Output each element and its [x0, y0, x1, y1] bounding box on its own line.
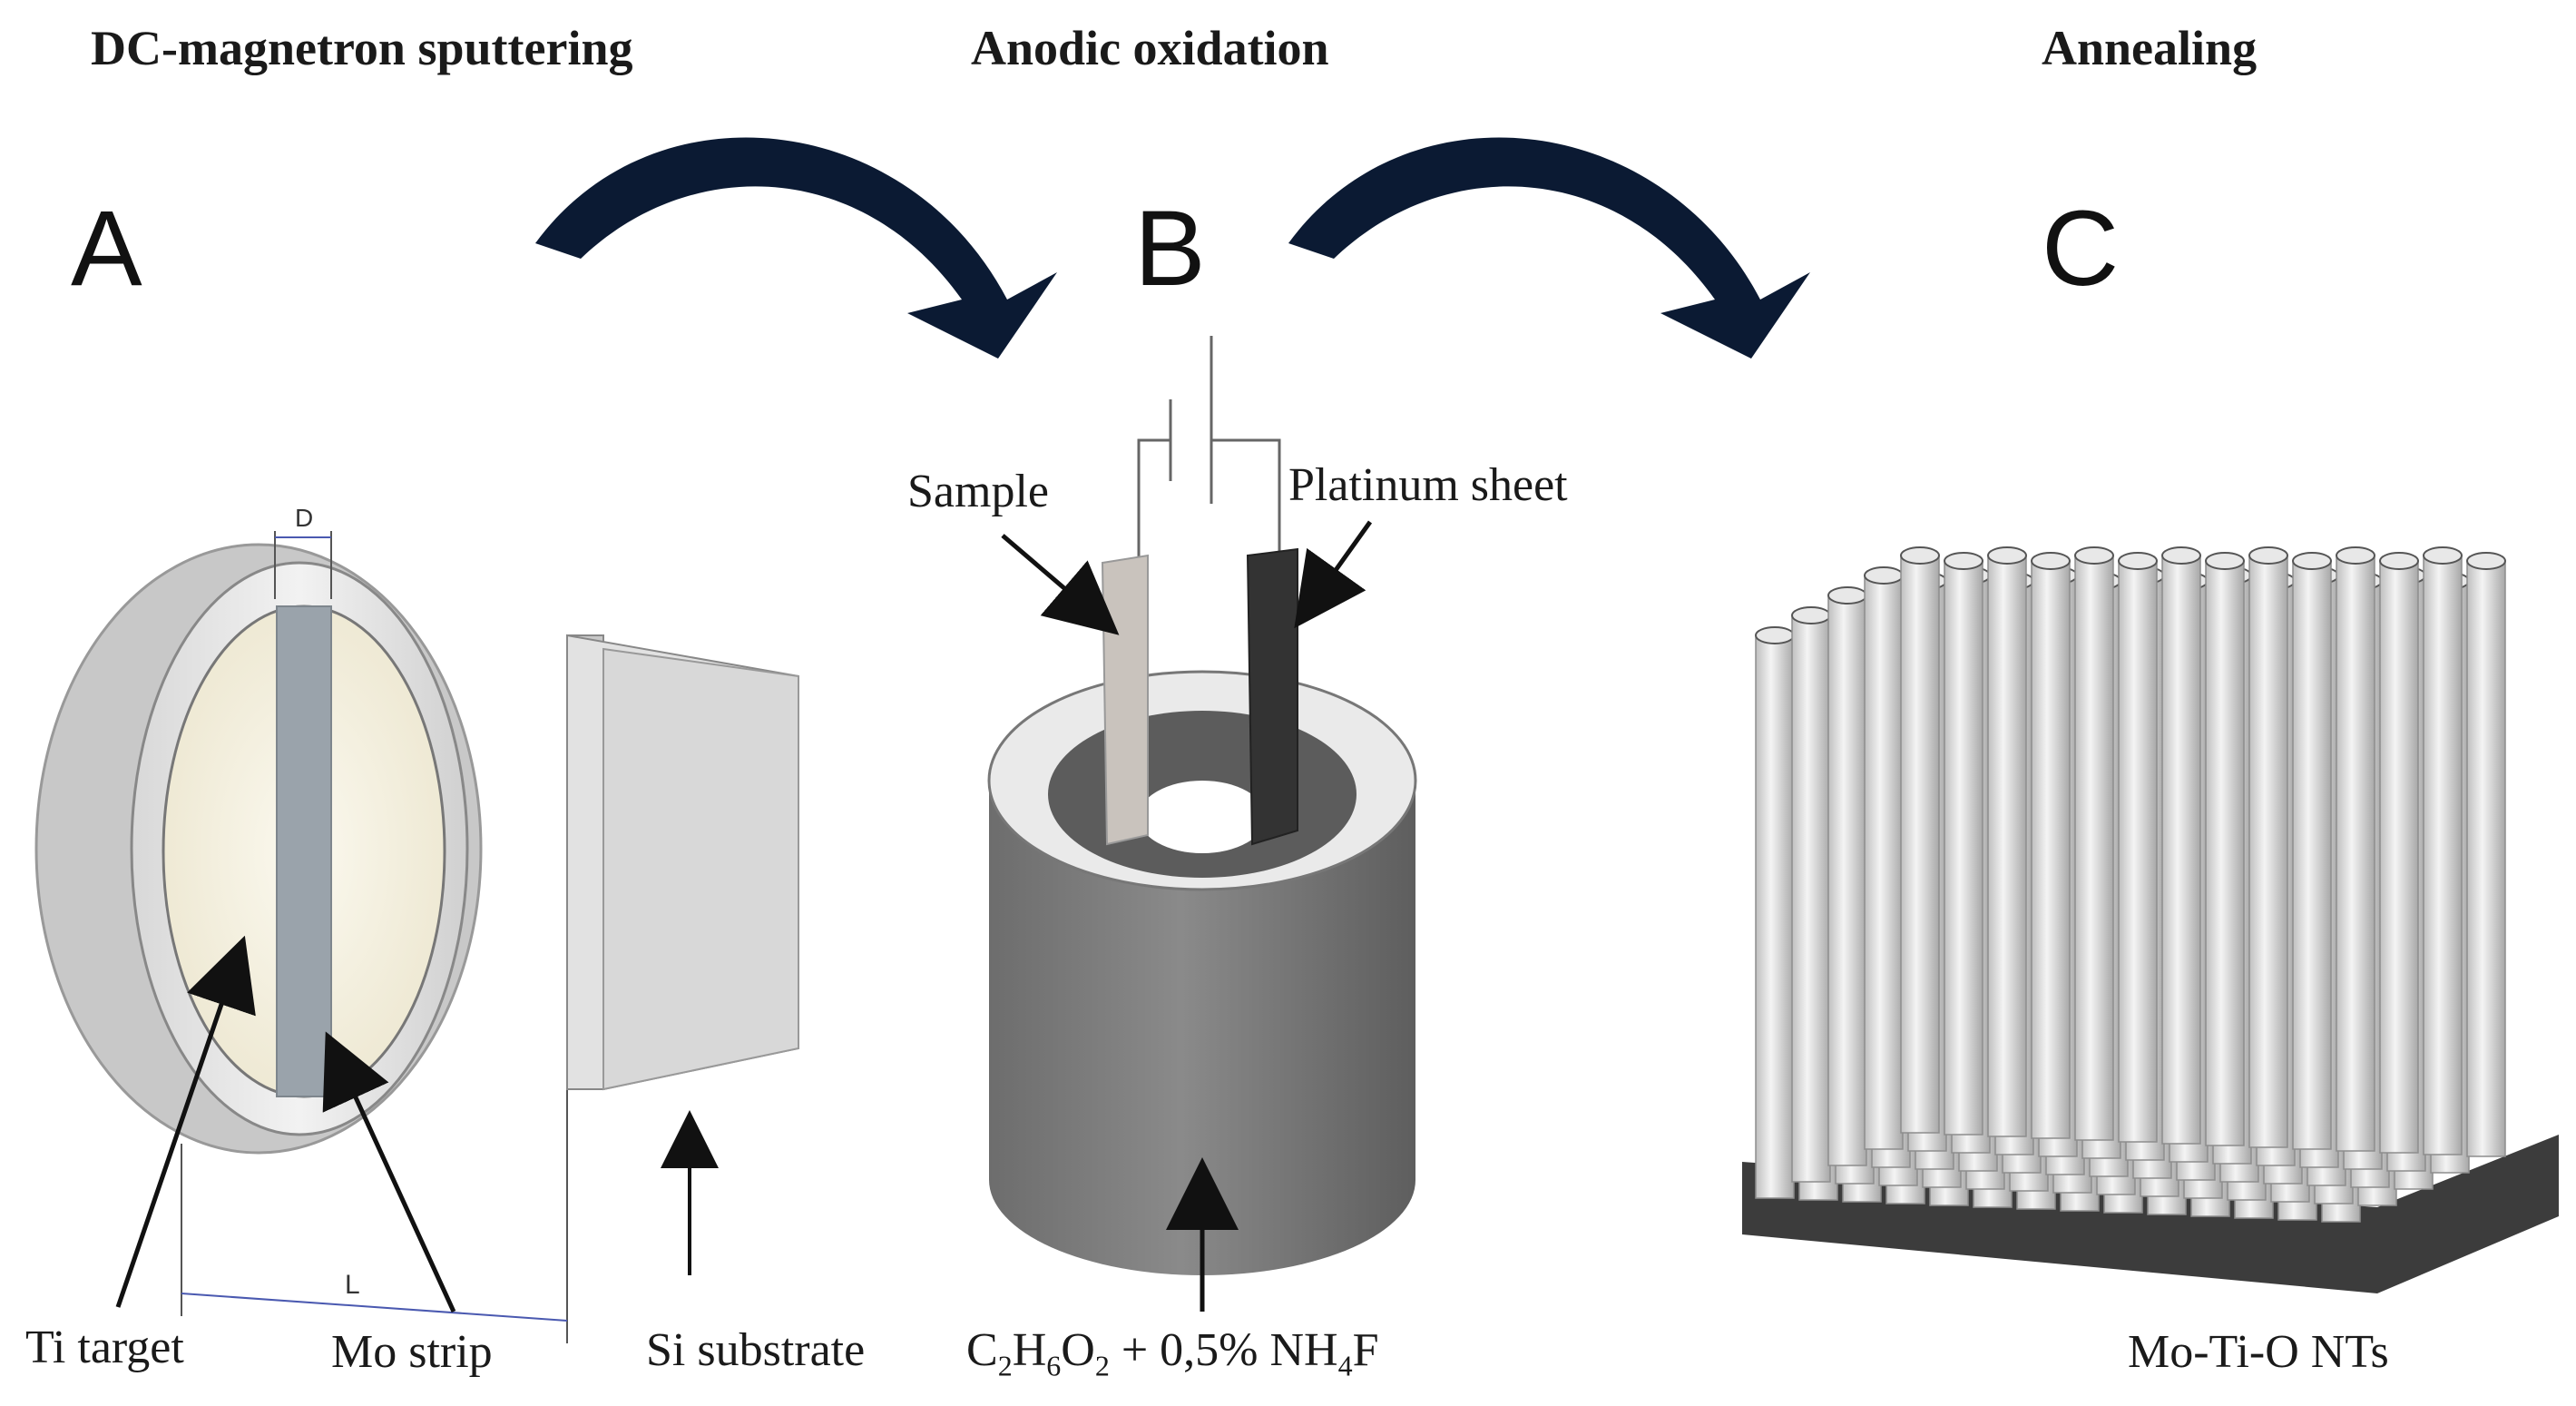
- nanotube-top: [2118, 552, 2158, 570]
- nanotube: [1864, 575, 1904, 1150]
- dim-l-label: L: [345, 1270, 360, 1300]
- nanotube-top: [1791, 606, 1831, 624]
- ti-target-label: Ti target: [25, 1322, 184, 1373]
- nanotube-top: [2248, 546, 2288, 565]
- mo-strip-label: Mo strip: [331, 1326, 493, 1378]
- nanotube-top: [1755, 626, 1795, 644]
- nanotube-top: [1827, 586, 1867, 605]
- panel-letter-c: C: [2042, 189, 2120, 309]
- sample-pointer: [1001, 534, 1120, 635]
- nanotube: [1755, 634, 1795, 1199]
- nanotube: [2292, 560, 2332, 1150]
- nanotube: [2336, 555, 2375, 1152]
- mo-strip: [276, 605, 332, 1097]
- nanotube-top: [2205, 552, 2245, 570]
- nanotube: [2031, 560, 2071, 1139]
- nanotubes-label: Mo-Ti-O NTs: [2128, 1326, 2389, 1378]
- nanotube-top: [2292, 552, 2332, 570]
- nanotube: [2205, 560, 2245, 1146]
- nanotube: [2074, 555, 2114, 1141]
- ti-target-pointer: [115, 935, 256, 1308]
- sample-label: Sample: [907, 466, 1049, 517]
- nanotube: [2118, 560, 2158, 1143]
- ti-target-assembly: D L: [34, 504, 568, 1343]
- arrow-a-to-b: [535, 137, 1057, 359]
- nanotube: [1791, 615, 1831, 1183]
- anodic-cell: [987, 336, 1417, 1275]
- nanotube: [1900, 555, 1940, 1134]
- nanotube: [1827, 595, 1867, 1166]
- mo-strip-pointer: [322, 1031, 456, 1313]
- nanotube: [2379, 560, 2419, 1154]
- dim-d-label: D: [295, 504, 313, 532]
- si-substrate-label: Si substrate: [646, 1324, 866, 1376]
- electrolyte-label: C2H6O2 + 0,5% NH4F: [966, 1324, 1379, 1382]
- nanotube: [2248, 555, 2288, 1148]
- nanotube-top: [2074, 546, 2114, 565]
- nanotube-top: [2466, 552, 2506, 570]
- nanotube: [2423, 555, 2463, 1155]
- nanotube-top: [2161, 546, 2201, 565]
- stage-title-sputtering: DC-magnetron sputtering: [91, 21, 633, 75]
- panel-letter-b: B: [1134, 189, 1206, 309]
- nanotube-top: [1944, 552, 1983, 570]
- nanotube-top: [1900, 546, 1940, 565]
- nanotube-array: [1742, 546, 2559, 1293]
- nanotube: [2161, 555, 2201, 1145]
- panel-letter-a: A: [71, 189, 142, 309]
- nanotube-top: [2379, 552, 2419, 570]
- nanotube: [2466, 560, 2506, 1157]
- sample-electrode: [1101, 554, 1149, 846]
- platinum-sheet-label: Platinum sheet: [1288, 459, 1568, 511]
- platinum-electrode: [1246, 547, 1298, 846]
- stage-title-annealing: Annealing: [2042, 21, 2258, 75]
- nanotube-top: [1864, 566, 1904, 585]
- nanotube-top: [2336, 546, 2375, 565]
- arrow-b-to-c: [1288, 137, 1810, 359]
- si-substrate: [566, 634, 799, 1091]
- nanotube: [1987, 555, 2027, 1137]
- stage-title-anodic-oxidation: Anodic oxidation: [971, 21, 1329, 75]
- nanotube-top: [2423, 546, 2463, 565]
- nanotube-top: [1987, 546, 2027, 565]
- platinum-pointer: [1294, 520, 1373, 629]
- nanotube-top: [2031, 552, 2071, 570]
- nanotube: [1944, 560, 1983, 1136]
